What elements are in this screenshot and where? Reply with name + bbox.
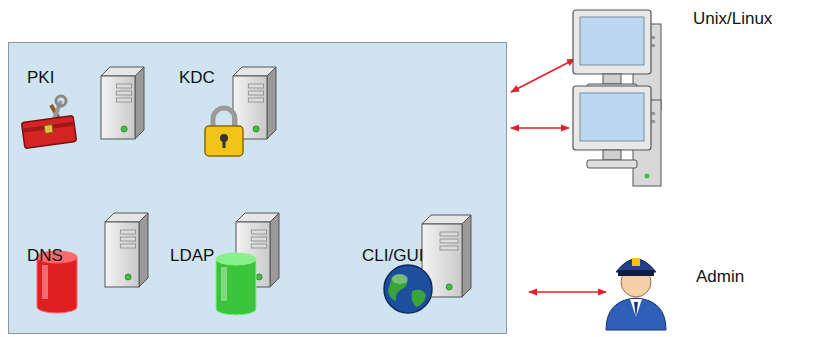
cli-gui-server: CLI/GUI (354, 201, 489, 331)
kdc-server: KDC (169, 57, 299, 182)
icon-illustration (555, 4, 765, 199)
connector-arrow (511, 59, 575, 92)
icon-illustration (600, 250, 760, 334)
admin-user: Admin (600, 250, 760, 334)
node-label: LDAP (170, 247, 214, 266)
node-label: PKI (27, 69, 54, 88)
ldap-server: LDAP (164, 201, 294, 326)
node-label: Admin (696, 268, 744, 287)
unix-linux-clients: Unix/Linux (555, 4, 776, 199)
node-label: CLI/GUI (362, 247, 423, 266)
icon-illustration (354, 201, 489, 331)
server-group-panel: PKI KDC DNS LDAP CLI/GUI (8, 42, 507, 334)
node-label: DNS (27, 247, 63, 266)
node-label: KDC (179, 69, 215, 88)
node-label: Unix/Linux (693, 10, 772, 29)
connector-arrow (529, 291, 606, 293)
connector-arrow (511, 127, 569, 129)
pki-server: PKI (21, 57, 151, 182)
dns-server: DNS (21, 201, 151, 326)
